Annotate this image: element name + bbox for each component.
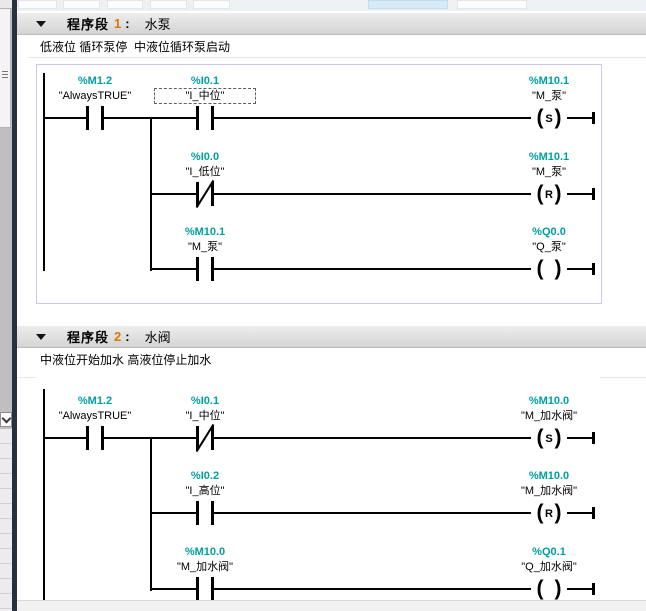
- coil-letter: R: [545, 188, 553, 201]
- operand-name-selected[interactable]: "I_中位": [154, 88, 256, 104]
- no-contact[interactable]: [196, 577, 214, 601]
- left-panel-top: [0, 0, 12, 8]
- no-contact[interactable]: [86, 106, 104, 130]
- reset-coil[interactable]: R: [531, 499, 567, 527]
- wire-end-tick: [592, 432, 595, 444]
- network-comment[interactable]: 中液位开始加水 高液位停止加水: [40, 353, 212, 367]
- bottom-edge-strip: [17, 600, 646, 611]
- network-1-header[interactable]: 程序段 1 : 水泵: [17, 12, 646, 35]
- collapse-arrow-icon[interactable]: [36, 20, 46, 27]
- coil-letter: S: [545, 112, 553, 125]
- operand-address[interactable]: %I0.2: [190, 470, 220, 482]
- rung-line: [150, 512, 594, 514]
- network-2-header[interactable]: 程序段 2 : 水阀: [17, 325, 646, 348]
- set-coil[interactable]: S: [531, 424, 567, 452]
- toolbar-fragment: [107, 0, 143, 9]
- operand-address[interactable]: %M10.0: [184, 546, 226, 558]
- operand-address[interactable]: %M10.1: [184, 226, 226, 238]
- operand-name[interactable]: "M_加水阀": [520, 410, 578, 422]
- operand-address[interactable]: %M10.1: [528, 151, 570, 163]
- network-number: 2: [114, 329, 122, 344]
- rung-line: [43, 117, 594, 119]
- separator-line: [28, 57, 646, 58]
- scrollbar-grip-icon[interactable]: [2, 69, 8, 80]
- operand-address[interactable]: %M1.2: [77, 395, 113, 407]
- operand-name[interactable]: "AlwaysTRUE": [58, 410, 132, 422]
- no-contact[interactable]: [86, 426, 104, 450]
- power-rail: [43, 389, 45, 600]
- operand-name[interactable]: "I_中位": [185, 410, 225, 422]
- operand-name[interactable]: "AlwaysTRUE": [58, 90, 132, 102]
- operand-address[interactable]: %Q0.0: [532, 226, 566, 238]
- operand-name[interactable]: "M_加水阀": [520, 485, 578, 497]
- network-comment[interactable]: 低液位 循环泵停 中液位循环泵启动: [40, 40, 231, 54]
- operand-address[interactable]: %M10.1: [528, 75, 570, 87]
- no-contact[interactable]: [196, 257, 214, 281]
- operand-address[interactable]: %M10.0: [528, 395, 570, 407]
- network-colon: :: [125, 329, 130, 344]
- wire-end-tick: [592, 507, 595, 519]
- coil-letter: [545, 589, 554, 590]
- operand-name[interactable]: "M_泵": [531, 90, 567, 102]
- toolbar-remnant-strip: [17, 0, 646, 11]
- reset-coil[interactable]: R: [531, 180, 567, 208]
- operand-address[interactable]: %M10.0: [528, 470, 570, 482]
- network-colon: :: [125, 16, 130, 31]
- network-number: 1: [114, 16, 122, 31]
- branch-line: [150, 437, 152, 591]
- operand-name[interactable]: "M_泵": [531, 166, 567, 178]
- operand-address[interactable]: %I0.0: [190, 151, 220, 163]
- coil-letter: R: [545, 507, 553, 520]
- left-panel-middle: [0, 128, 12, 412]
- no-contact[interactable]: [196, 106, 214, 130]
- toolbar-fragment: [193, 0, 230, 9]
- operand-name[interactable]: "Q_泵": [532, 241, 566, 253]
- network-label: 程序段: [67, 17, 110, 32]
- network-label: 程序段: [67, 330, 110, 345]
- chevron-down-icon: [1, 413, 11, 424]
- operand-name[interactable]: "I_低位": [185, 166, 225, 178]
- nc-contact[interactable]: [195, 423, 215, 453]
- operand-name[interactable]: "M_泵": [187, 241, 223, 253]
- left-panel-rows: [0, 429, 12, 611]
- rung-line: [150, 588, 594, 590]
- panel-splitter-bar[interactable]: [12, 0, 17, 611]
- network-2-rungs: %M1.2 "AlwaysTRUE" %I0.1 "I_中位" %M10.0 "…: [36, 377, 600, 603]
- rung-line: [150, 268, 594, 270]
- operand-address[interactable]: %I0.1: [190, 75, 220, 87]
- coil-letter: S: [545, 432, 553, 445]
- network-title[interactable]: 水泵: [144, 17, 171, 32]
- rung-line: [150, 193, 594, 195]
- operand-address[interactable]: %I0.1: [190, 395, 220, 407]
- toolbar-fragment: [18, 0, 57, 9]
- operand-address[interactable]: %Q0.1: [532, 546, 566, 558]
- collapse-arrow-icon[interactable]: [36, 333, 46, 340]
- wire-end-tick: [592, 583, 595, 595]
- wire-end-tick: [592, 263, 595, 275]
- output-coil[interactable]: [531, 255, 567, 283]
- no-contact[interactable]: [196, 501, 214, 525]
- toolbar-fragment: [457, 0, 527, 9]
- rung-line: [43, 437, 594, 439]
- toolbar-fragment-highlighted: [368, 0, 448, 9]
- wire-end-tick: [592, 188, 595, 200]
- network-1-rungs: %M1.2 "AlwaysTRUE" %I0.1 "I_中位" %M10.1 "…: [36, 64, 602, 304]
- nc-contact[interactable]: [195, 179, 215, 209]
- power-rail: [43, 73, 45, 271]
- expand-panel-button[interactable]: [0, 412, 12, 427]
- operand-address[interactable]: %M1.2: [77, 75, 113, 87]
- left-panel-edge: [0, 0, 12, 611]
- coil-letter: [545, 269, 554, 270]
- toolbar-fragment: [63, 0, 100, 9]
- operand-name[interactable]: "Q_加水阀": [521, 561, 577, 573]
- operand-name[interactable]: "I_高位": [185, 485, 225, 497]
- output-coil[interactable]: [531, 575, 567, 603]
- set-coil[interactable]: S: [531, 104, 567, 132]
- wire-end-tick: [592, 112, 595, 124]
- network-title[interactable]: 水阀: [144, 330, 171, 345]
- vertical-scrollbar[interactable]: [0, 8, 11, 128]
- operand-name[interactable]: "M_加水阀": [176, 561, 234, 573]
- toolbar-fragment: [150, 0, 187, 9]
